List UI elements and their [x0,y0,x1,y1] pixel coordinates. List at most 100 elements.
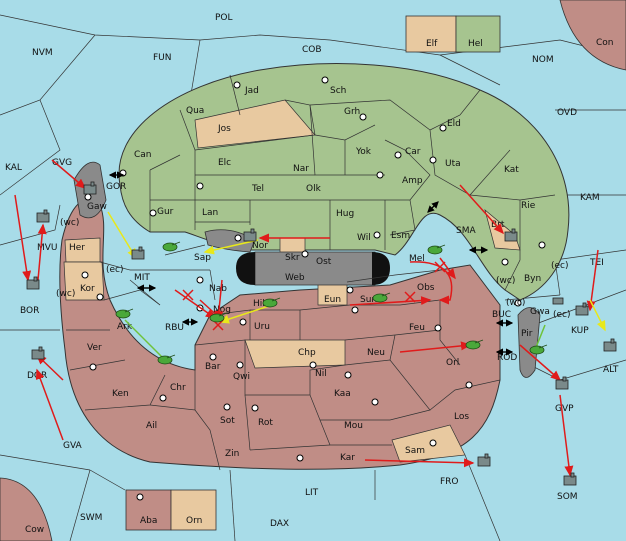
label-can: Can [134,150,152,160]
fleet-icon [31,346,45,360]
label-elc: Elc [218,158,231,168]
fleets[interactable] [26,181,617,486]
label-byn: Byn [524,274,541,284]
label-hug: Hug [336,209,354,219]
label-esm: Esm [391,231,410,241]
label-swm: SWM [80,513,102,523]
label-ail: Ail [146,421,157,431]
fleet-icon [36,209,50,223]
label-sch: Sch [330,86,346,96]
label-olk: Olk [306,184,322,194]
armies[interactable] [115,241,548,365]
label-ark: Ark [117,322,133,332]
label-kam: KAM [580,193,600,203]
label-nvm: NVM [32,48,53,58]
label-zin: Zin [225,449,239,459]
landmass-south-red[interactable] [59,198,501,470]
label-nar: Nar [293,164,309,174]
label-nom: NOM [532,55,554,65]
label-kor: Kor [80,284,95,294]
label-ovd: OVD [557,108,577,118]
army-icon [262,297,281,308]
fleet-icon [603,338,617,352]
army-icon [157,354,176,365]
label-rbu: RBU [165,323,184,333]
province-labels: Jad Sch Qua Jos Grh Eld Can Yok Car Elc … [56,86,571,463]
region-sam[interactable] [391,424,466,463]
label-lan: Lan [202,208,218,218]
black-lake-east [372,252,390,285]
label-fun: FUN [153,53,172,63]
label-orn: Orn [186,516,202,526]
label-gva: GVA [63,441,83,451]
label-mel: Mel [409,254,425,264]
label-obs: Obs [417,283,435,293]
fleet-icon [504,228,518,242]
label-nog: Nog [213,305,231,315]
label-feu: Feu [409,323,425,333]
region-pir[interactable] [517,307,541,378]
province-lines-green [130,74,556,291]
region-aba[interactable] [125,489,172,531]
label-kar: Kar [340,453,355,463]
label-sam: Sam [405,446,425,456]
label-rot: Rot [258,418,273,428]
label-gwa: Gwa [530,307,550,317]
label-mit: MIT [134,273,150,283]
label-ost: Ost [316,257,332,267]
label-kaa: Kaa [334,389,351,399]
region-orn[interactable] [170,489,217,531]
label-rod: ROD [497,353,517,363]
label-jad: Jad [244,86,259,96]
label-dax: DAX [270,519,289,529]
label-wc-3: (wc) [496,276,515,286]
fleet-icon [563,472,577,486]
label-los: Los [454,412,469,422]
label-bor: BOR [20,306,39,316]
fleet-icon [575,302,589,316]
label-hel: Hel [468,39,483,49]
label-sap: Sap [194,253,211,263]
label-elf: Elf [426,39,438,49]
label-yok: Yok [355,147,372,157]
label-sma: SMA [456,226,476,236]
label-neu: Neu [367,348,385,358]
label-qua: Qua [186,106,204,116]
label-eun: Eun [324,295,341,305]
label-som: SOM [557,492,578,502]
label-chp: Chp [298,348,316,358]
label-uta: Uta [445,159,461,169]
fleet-icon [83,181,97,195]
region-elf[interactable] [405,15,457,53]
region-web-ost[interactable] [254,251,376,286]
fleet-icon [131,246,145,260]
label-cob: COB [302,45,322,55]
label-her: Her [69,243,85,253]
label-wc-1: (wc) [56,289,75,299]
label-gor: GOR [106,182,126,192]
label-skr: Skr [285,253,300,263]
adjacency-arrows [108,171,514,356]
label-car: Car [405,147,421,157]
army-icon [372,292,391,303]
fleet-icon [477,453,491,467]
label-ken: Ken [112,389,129,399]
region-nor-grey[interactable] [204,229,256,253]
label-gvp: GVP [555,404,574,414]
region-hel[interactable] [455,15,501,53]
black-lake [236,252,255,285]
label-aba: Aba [140,516,157,526]
province-lines-red [66,261,501,471]
label-ec-3: (ec) [553,310,571,320]
label-alt: ALT [603,365,619,375]
label-sun: Sun [360,295,377,305]
label-tel: Tel [251,184,264,194]
label-web: Web [285,273,305,283]
label-rie: Rie [521,201,536,211]
army-icon [427,244,446,255]
label-uru: Uru [254,322,270,332]
region-chp[interactable] [244,339,346,369]
label-bar: Bar [205,362,221,372]
label-pol: POL [215,13,233,23]
